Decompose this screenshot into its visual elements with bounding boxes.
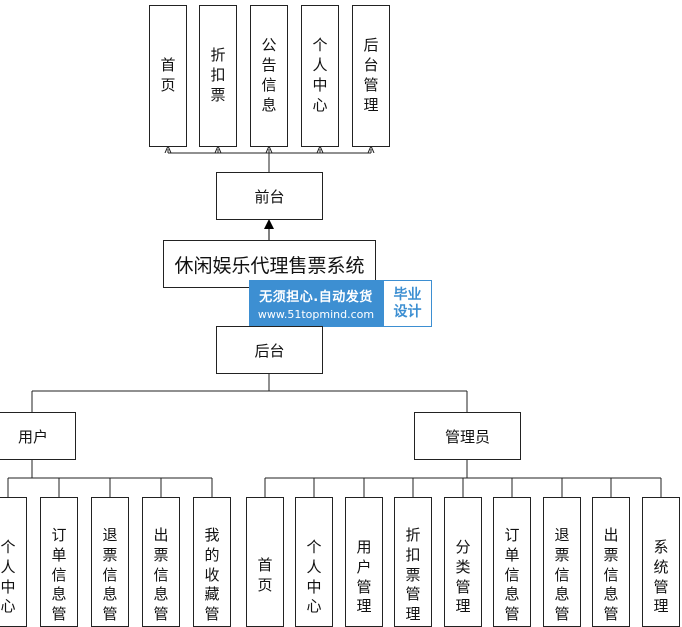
node-user-favorites: 我的收藏管理	[193, 497, 231, 627]
node-admin: 管理员	[414, 412, 521, 460]
node-frontend-admin-entry: 后台管理	[352, 5, 390, 147]
watermark-url: www.51topmind.com	[257, 308, 375, 321]
node-admin-home: 首页	[246, 497, 284, 627]
node-frontend-discount-ticket: 折扣票	[199, 5, 237, 147]
node-admin-users: 用户管理	[345, 497, 383, 627]
node-frontend: 前台	[216, 172, 323, 220]
node-backend: 后台	[216, 326, 323, 374]
watermark-slogan-panel: 无须担心.自动发货 www.51topmind.com	[249, 280, 383, 327]
node-frontend-home: 首页	[149, 5, 187, 147]
connector-lines	[7, 0, 662, 497]
node-admin-system: 系统管理	[642, 497, 680, 627]
node-admin-categories: 分类管理	[444, 497, 482, 627]
watermark-badge: 无须担心.自动发货 www.51topmind.com 毕业 设计	[249, 280, 432, 327]
watermark-tag: 毕业 设计	[383, 280, 432, 327]
node-admin-personal-center: 个人中心	[295, 497, 333, 627]
node-frontend-personal-center: 个人中心	[301, 5, 339, 147]
watermark-slogan: 无须担心.自动发货	[259, 290, 373, 305]
node-user-personal-center: 个人中心	[0, 497, 27, 627]
node-frontend-announcements: 公告信息	[250, 5, 288, 147]
node-user: 用户	[0, 412, 76, 460]
node-user-refunds: 退票信息管理	[91, 497, 129, 627]
